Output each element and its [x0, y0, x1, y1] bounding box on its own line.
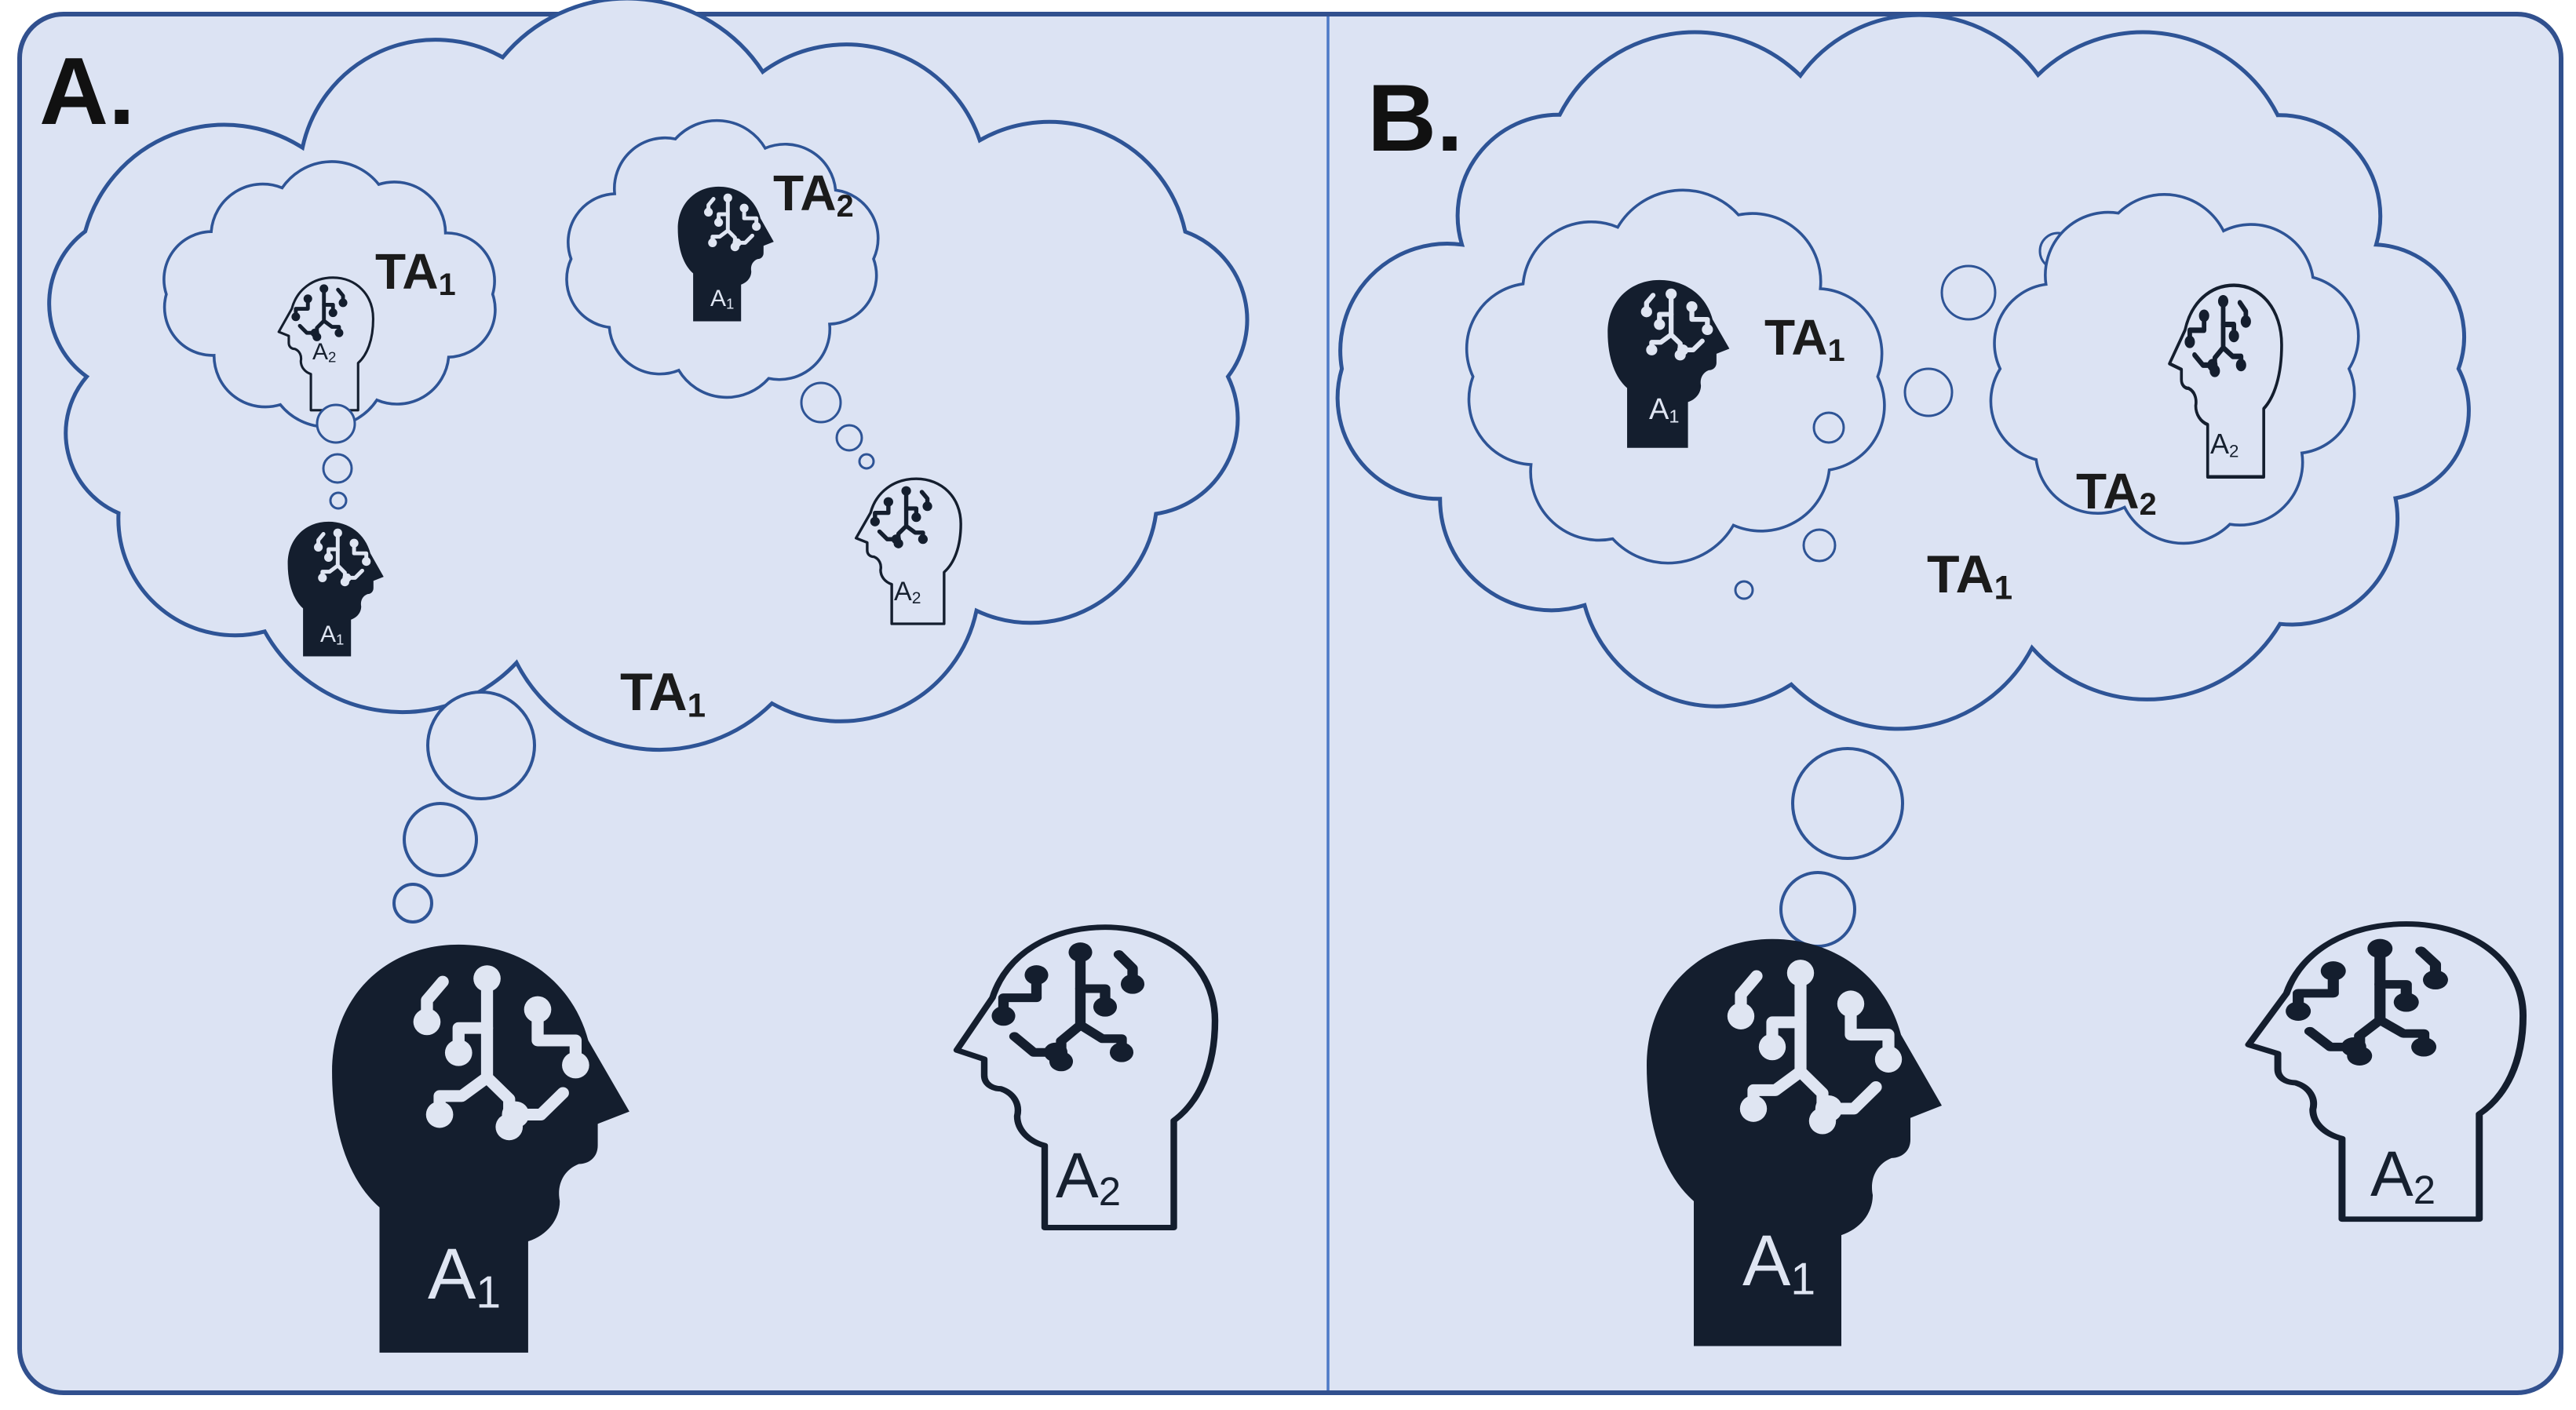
- nested-cloud-b-right-label: TA2: [2076, 463, 2157, 522]
- simulated-agent2-head-label: A2: [2210, 428, 2238, 461]
- outer-cloud-label-b: TA1: [1927, 545, 2012, 606]
- thought-bubble: [329, 491, 348, 510]
- thought-bubble: [1791, 747, 1904, 860]
- simulated-agent2-head-label: A2: [312, 339, 336, 366]
- panel-a-title: A.: [39, 38, 135, 144]
- simulated-agent1-thinker-head-label: A1: [320, 621, 344, 648]
- panel-a: A. TA1 TA1 A2 A1 TA2 A1 A2 A1 A2: [39, 0, 1250, 1353]
- outer-cloud-label-a: TA1: [620, 662, 706, 723]
- thought-bubble: [1734, 580, 1754, 600]
- thought-bubble: [858, 453, 875, 470]
- simulated-agent1-head-label: A1: [1649, 393, 1679, 427]
- thought-bubble: [426, 690, 536, 800]
- thought-bubble: [1802, 528, 1837, 563]
- thought-bubble: [403, 802, 478, 877]
- agent2-head-label: A2: [1056, 1140, 1121, 1214]
- thought-bubble: [392, 883, 433, 924]
- thought-bubble: [1812, 411, 1845, 444]
- simulated-agent2-thinker-head-label: A2: [894, 577, 921, 607]
- agent1-head-label: A1: [1742, 1221, 1815, 1304]
- nested-cloud-a-left-label: TA1: [375, 243, 456, 302]
- simulated-agent1-head-label: A1: [710, 286, 734, 312]
- agent1-head-label: A1: [428, 1234, 501, 1317]
- thought-bubble: [322, 453, 353, 484]
- nested-cloud-b-left-label: TA1: [1764, 309, 1845, 368]
- nested-cloud-a-right-label: TA2: [773, 165, 854, 224]
- thought-bubble: [800, 381, 842, 424]
- thought-bubble: [316, 403, 356, 444]
- thought-bubble: [1940, 264, 1997, 321]
- thought-bubble: [835, 424, 863, 452]
- nested-thought-cloud-b-right: [1989, 193, 2360, 545]
- agent2-head-label: A2: [2370, 1139, 2436, 1212]
- panel-b-title: B.: [1367, 64, 1463, 171]
- panel-b: B. TA1 TA1 A1 TA2 A2 A1 A2: [1335, 13, 2523, 1346]
- thought-bubble: [1779, 871, 1856, 948]
- thought-bubble: [1903, 367, 1954, 417]
- outer-thought-cloud-b: [1335, 13, 2471, 731]
